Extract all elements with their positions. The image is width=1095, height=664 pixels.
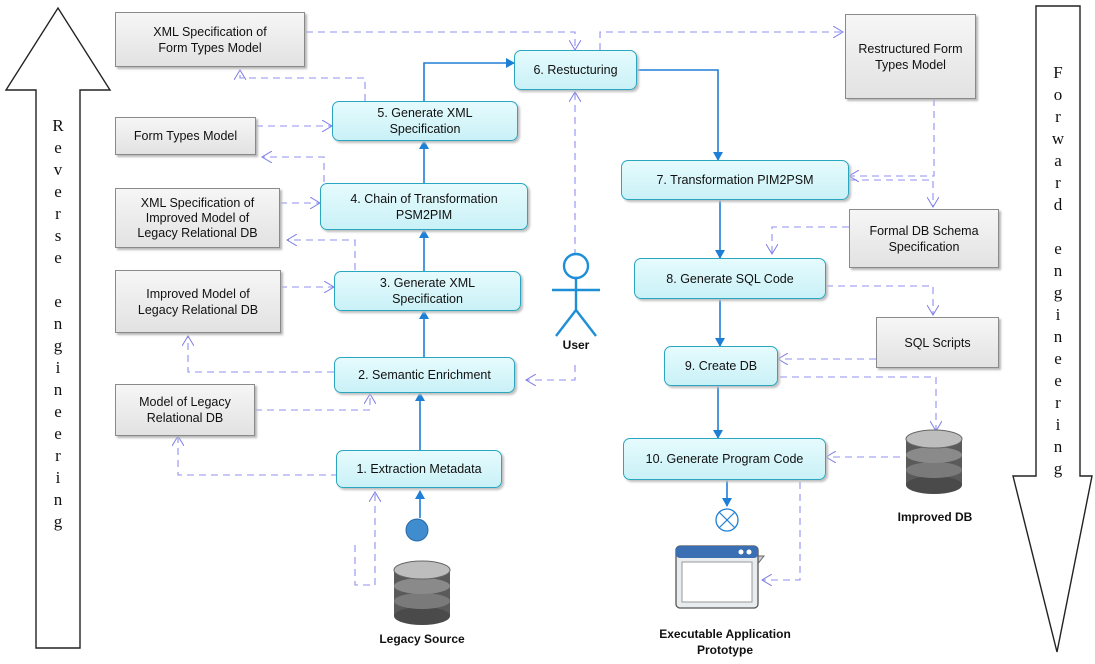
process-generate-program-code[interactable]: 10. Generate Program Code xyxy=(623,438,826,480)
artifact-sql-scripts: SQL Scripts xyxy=(876,317,999,368)
process-restructuring[interactable]: 6. Restucturing xyxy=(514,50,637,90)
legacy-source-db-icon xyxy=(393,560,451,625)
improved-db-icon xyxy=(905,429,963,494)
artifact-form-types-model: Form Types Model xyxy=(115,117,256,155)
flow-5-to-6 xyxy=(423,58,515,101)
application-window-icon xyxy=(675,545,766,609)
process-transformation-pim2psm[interactable]: 7. Transformation PIM2PSM xyxy=(621,160,849,200)
process-semantic-enrichment[interactable]: 2. Semantic Enrichment xyxy=(334,357,515,393)
process-generate-sql[interactable]: 8. Generate SQL Code xyxy=(634,258,826,299)
flow-6-to-7 xyxy=(637,69,723,161)
process-create-db[interactable]: 9. Create DB xyxy=(664,346,778,386)
legacy-source-label: Legacy Source xyxy=(379,632,465,646)
artifact-xml-improved-model: XML Specification of Improved Model of L… xyxy=(115,188,280,248)
improved-db-label: Improved DB xyxy=(897,510,973,524)
process-chain-transformation[interactable]: 4. Chain of Transformation PSM2PIM xyxy=(320,183,528,230)
process-generate-xml-5[interactable]: 5. Generate XML Specification xyxy=(332,101,518,141)
end-node-icon xyxy=(715,508,739,532)
reverse-engineering-arrow xyxy=(4,6,112,649)
artifact-formal-db-schema: Formal DB Schema Specification xyxy=(849,209,999,268)
process-generate-xml-3[interactable]: 3. Generate XML Specification xyxy=(334,271,521,311)
user-label: User xyxy=(562,338,590,352)
artifact-xml-form-types: XML Specification of Form Types Model xyxy=(115,12,305,67)
artifact-restructured-form-types: Restructured Form Types Model xyxy=(845,14,976,99)
artifact-improved-model: Improved Model of Legacy Relational DB xyxy=(115,270,281,333)
forward-engineering-arrow xyxy=(1012,5,1093,653)
start-node-icon xyxy=(405,518,429,542)
artifact-legacy-model: Model of Legacy Relational DB xyxy=(115,384,255,436)
executable-app-label: Executable Application Prototype xyxy=(659,627,791,657)
user-actor-icon xyxy=(552,252,600,337)
process-extraction-metadata[interactable]: 1. Extraction Metadata xyxy=(336,450,502,488)
